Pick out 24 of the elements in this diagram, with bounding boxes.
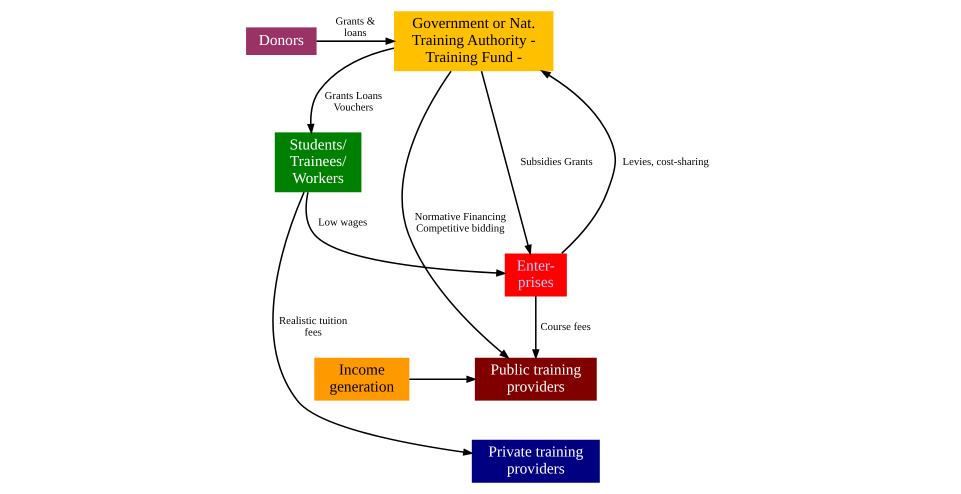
- node-box: Students/ Trainees/ Workers: [274, 132, 361, 192]
- edge-label: Grants Loans Vouchers: [324, 90, 382, 114]
- edge-label: Realistic tuition fees: [278, 315, 347, 339]
- arrow: [304, 192, 506, 277]
- arrow: [316, 37, 396, 45]
- arrow: [401, 70, 510, 360]
- arrow: [532, 296, 540, 360]
- node-box: Donors: [246, 27, 316, 55]
- arrow: [540, 70, 616, 254]
- node-box: Government or Nat. Training Authority - Training Fund -: [394, 11, 553, 72]
- arrow: [272, 192, 474, 456]
- edge-label: Subsidies Grants: [520, 156, 592, 168]
- node-box: Public training providers: [474, 358, 596, 401]
- node-box: Enter- prises: [504, 254, 566, 296]
- arrow: [408, 375, 477, 383]
- edge-label: Course fees: [540, 320, 590, 333]
- edge-label: Grants & loans: [334, 15, 375, 39]
- edge-label: Low wages: [318, 216, 367, 229]
- arrow: [480, 70, 532, 256]
- edge-label: Levies, cost-sharing: [622, 156, 708, 168]
- node-box: Private training providers: [471, 440, 600, 483]
- arrow: [306, 47, 394, 135]
- node-box: Income generation: [314, 358, 409, 401]
- edge-label: Normative Financing Competitive bidding: [414, 210, 506, 234]
